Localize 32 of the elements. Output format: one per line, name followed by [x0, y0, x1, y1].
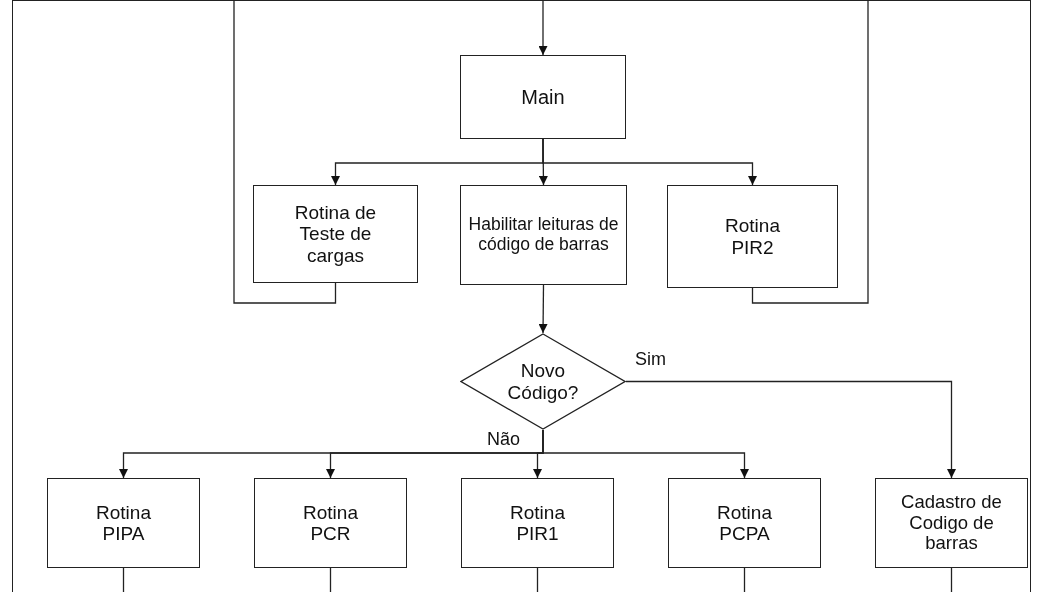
node-label: Main — [521, 85, 565, 109]
connector-line — [233, 0, 337, 304]
process-box — [254, 478, 407, 568]
connector-line — [122, 567, 125, 592]
process-box — [667, 185, 838, 288]
arrow — [538, 284, 548, 334]
node-label: Rotina de Teste de cargas — [293, 202, 378, 266]
node-label: Habilitar leituras de código de barras — [467, 215, 620, 255]
arrow — [625, 380, 956, 479]
node-label: Novo Código? — [506, 360, 580, 403]
connector-line — [751, 0, 869, 304]
node-label: Rotina PCPA — [716, 501, 773, 545]
process-box — [460, 185, 627, 285]
connector-line — [950, 567, 953, 592]
node-label: Rotina PIPA — [95, 501, 152, 545]
connector-line — [743, 567, 746, 592]
node-label: Rotina PIR1 — [509, 501, 566, 545]
process-box — [253, 185, 418, 283]
process-box — [875, 478, 1028, 568]
arrow — [542, 138, 757, 186]
process-box — [460, 55, 626, 139]
node-label: Rotina PCR — [302, 501, 359, 545]
decision-diamond — [460, 333, 626, 430]
arrow — [538, 0, 548, 56]
process-box — [461, 478, 614, 568]
process-box — [47, 478, 200, 568]
process-box — [668, 478, 821, 568]
connector-line — [329, 567, 332, 592]
node-label: Rotina PIR2 — [724, 215, 781, 258]
arrow — [542, 429, 749, 479]
connector-line — [536, 567, 539, 592]
node-label: Cadastro de Codigo de barras — [900, 491, 1003, 555]
